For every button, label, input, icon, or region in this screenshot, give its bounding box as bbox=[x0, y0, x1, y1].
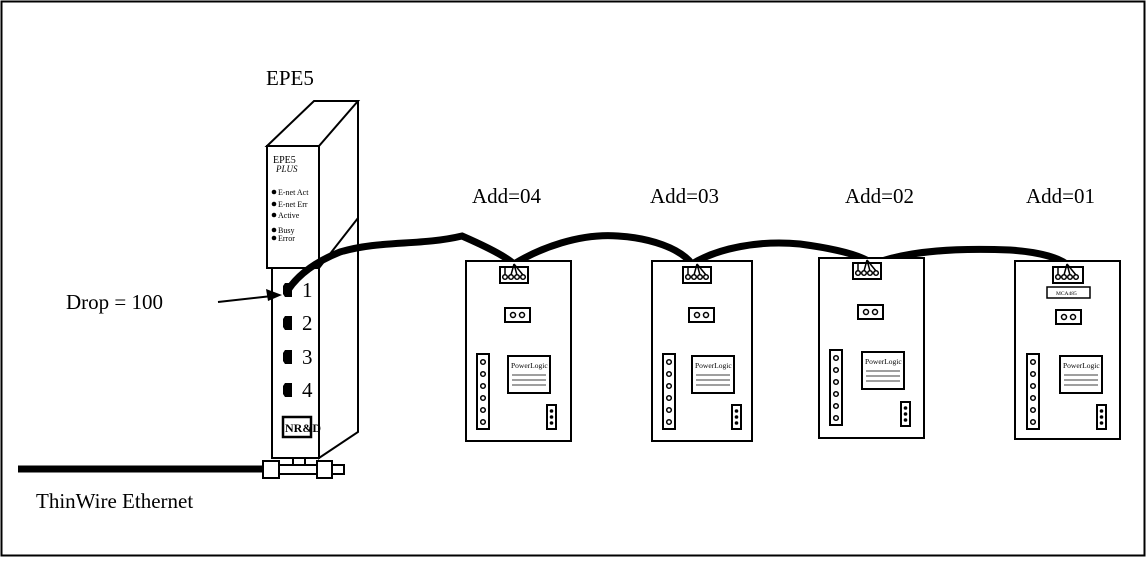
device-address: Add=01 bbox=[1026, 184, 1095, 208]
comm-cable-segment bbox=[869, 245, 1073, 270]
port-2-label: 2 bbox=[302, 311, 313, 335]
epe5-module: EPE5 EPE5 PLUS E-net Act E-net Err Activ… bbox=[264, 66, 361, 469]
bnc-connector-left-icon bbox=[262, 460, 280, 479]
rs485-terminal-icon bbox=[499, 263, 529, 284]
two-pin-terminal-icon bbox=[504, 307, 531, 323]
led-label: E-net Err bbox=[278, 200, 308, 209]
module-title: EPE5 bbox=[266, 66, 314, 90]
small-terminal-icon bbox=[731, 404, 742, 430]
rs485-terminal-icon bbox=[852, 259, 882, 280]
device-brand: PowerLogic bbox=[1063, 361, 1100, 370]
display-panel: PowerLogic bbox=[1059, 355, 1103, 394]
small-terminal-icon bbox=[1096, 404, 1107, 430]
nrd-logo-text: NR&D bbox=[285, 421, 321, 435]
led-active: Active bbox=[271, 211, 300, 220]
two-pin-terminal-icon bbox=[1055, 309, 1082, 325]
display-panel: PowerLogic bbox=[691, 355, 735, 394]
led-label: Active bbox=[278, 211, 300, 220]
device-04: Add=04 PowerLogic bbox=[465, 184, 572, 442]
led-indicator-icon bbox=[271, 227, 277, 233]
comm-cable-segment bbox=[284, 232, 518, 294]
drop-label: Drop = 100 bbox=[66, 290, 163, 314]
led-indicator-icon bbox=[271, 189, 277, 195]
adapter-label: MCA485 bbox=[1056, 291, 1077, 297]
device-03: Add=03 PowerLogic bbox=[650, 184, 753, 442]
led-label: Busy bbox=[278, 226, 294, 235]
led-label: E-net Act bbox=[278, 188, 309, 197]
device-address: Add=02 bbox=[845, 184, 914, 208]
terminator-icon bbox=[331, 464, 345, 475]
thinwire-ethernet: ThinWire Ethernet bbox=[18, 460, 345, 513]
display-panel: PowerLogic bbox=[861, 351, 905, 390]
led-indicator-icon bbox=[271, 235, 277, 241]
comm-cable-segment bbox=[688, 239, 877, 268]
port-4-icon bbox=[283, 383, 292, 397]
two-pin-terminal-icon bbox=[688, 307, 715, 323]
device-02: Add=02 PowerLogic bbox=[818, 184, 925, 439]
port-1-label: 1 bbox=[302, 278, 313, 302]
led-error: Error bbox=[271, 234, 295, 243]
bnc-connector-right-icon bbox=[316, 460, 333, 479]
six-pin-terminal-icon bbox=[829, 349, 843, 426]
comm-cable-segment bbox=[510, 232, 696, 268]
device-brand: PowerLogic bbox=[511, 361, 548, 370]
device-address: Add=03 bbox=[650, 184, 719, 208]
led-indicator-icon bbox=[271, 201, 277, 207]
port-4-label: 4 bbox=[302, 378, 313, 402]
led-indicator-icon bbox=[271, 212, 277, 218]
port-2-icon bbox=[283, 316, 292, 330]
display-panel: PowerLogic bbox=[507, 355, 551, 394]
device-address: Add=04 bbox=[472, 184, 542, 208]
rs485-terminal-icon bbox=[1052, 263, 1084, 284]
module-name: EPE5 bbox=[273, 155, 296, 166]
device-brand: PowerLogic bbox=[865, 357, 902, 366]
device-brand: PowerLogic bbox=[695, 361, 732, 370]
led-e-net-err: E-net Err bbox=[271, 200, 308, 209]
ethernet-label: ThinWire Ethernet bbox=[36, 489, 193, 513]
six-pin-terminal-icon bbox=[662, 353, 676, 430]
six-pin-terminal-icon bbox=[476, 353, 490, 430]
six-pin-terminal-icon bbox=[1026, 353, 1040, 430]
led-label: Error bbox=[278, 234, 295, 243]
drop-arrow-line bbox=[217, 295, 273, 303]
arrow-head-icon bbox=[266, 289, 282, 301]
device-01: Add=01 MCA485 bbox=[1014, 184, 1121, 440]
led-busy: Busy bbox=[271, 226, 294, 235]
mca485-adapter: MCA485 bbox=[1046, 286, 1091, 299]
two-pin-terminal-icon bbox=[857, 304, 884, 320]
port-3-icon bbox=[283, 350, 292, 364]
rs485-terminal-icon bbox=[682, 263, 712, 284]
small-terminal-icon bbox=[900, 401, 911, 427]
drop-callout: Drop = 100 bbox=[66, 289, 282, 314]
port-3-label: 3 bbox=[302, 345, 313, 369]
t-connector-icon bbox=[278, 464, 318, 475]
led-e-net-act: E-net Act bbox=[271, 188, 309, 197]
small-terminal-icon bbox=[546, 404, 557, 430]
module-subtitle: PLUS bbox=[275, 164, 298, 174]
nrd-logo-icon bbox=[281, 415, 313, 439]
